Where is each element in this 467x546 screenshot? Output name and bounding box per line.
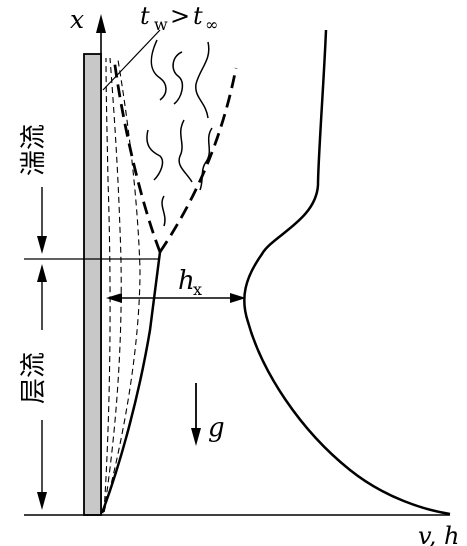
thermal-dashed-line-3 xyxy=(103,59,141,513)
gravity-arrowhead xyxy=(191,428,201,446)
greater-than-sign: > xyxy=(170,2,190,30)
turbulent-eddies xyxy=(146,39,213,227)
hx-subscript: x xyxy=(193,280,202,299)
eddy-1 xyxy=(150,39,167,101)
thermal-dashed-line-1 xyxy=(103,57,111,513)
x-axis-arrowhead xyxy=(96,14,106,33)
heated-plate xyxy=(83,53,102,516)
hx-symbol: h xyxy=(178,266,195,296)
t-wall-symbol: t xyxy=(140,2,150,30)
turbulent-label: 湍流 xyxy=(19,124,49,176)
x-axis-label: x xyxy=(70,5,84,34)
eddy-6 xyxy=(199,127,213,191)
eddy-7 xyxy=(161,195,166,227)
bottom-axis-label: v, h xyxy=(418,522,459,546)
turbulent-boundary-right xyxy=(158,67,238,253)
laminar-arrowhead-bottom xyxy=(37,492,47,510)
t-wall-subscript: w xyxy=(154,15,168,34)
eddy-5 xyxy=(178,119,193,183)
turbulent-boundary-left xyxy=(112,57,162,253)
t-infinity-subscript: ∞ xyxy=(205,15,218,34)
eddy-2 xyxy=(172,51,184,105)
turbulent-arrowhead xyxy=(37,236,47,254)
laminar-arrowhead-top xyxy=(37,264,47,282)
velocity-profile-curve xyxy=(243,29,451,516)
temperature-leader-line xyxy=(102,29,161,91)
hx-arrowhead-right xyxy=(230,293,246,303)
temperature-condition-label: t w > t ∞ xyxy=(140,2,218,34)
hx-arrowhead-left xyxy=(106,293,122,303)
t-infinity-symbol: t xyxy=(193,2,203,30)
eddy-3 xyxy=(195,41,210,119)
thermal-dashed-line-2 xyxy=(103,57,122,513)
laminar-label: 层流 xyxy=(19,352,49,404)
laminar-boundary-edge xyxy=(100,251,162,514)
gravity-label: g xyxy=(208,413,225,443)
hx-label: h x xyxy=(178,266,202,299)
eddy-4 xyxy=(146,129,164,181)
